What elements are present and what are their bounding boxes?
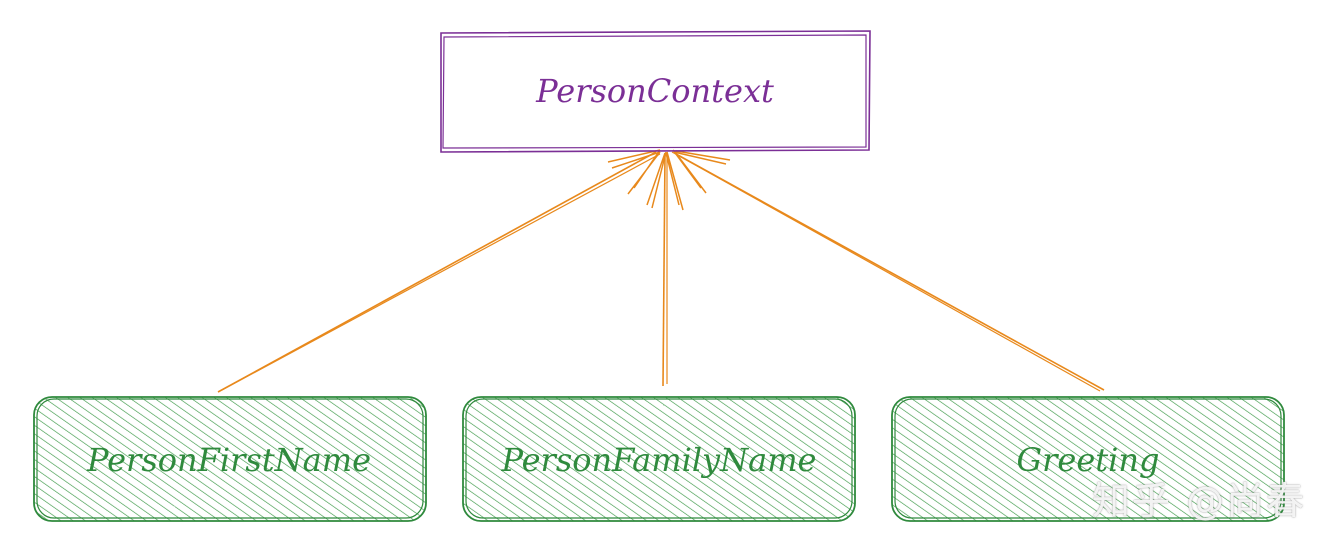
consumer-node-personfamilyname: PersonFamilyName [462,396,856,522]
arrow-personfirstname-to-context [217,149,661,393]
consumer-node-label: PersonFamilyName [501,441,817,479]
arrow-greeting-to-context [671,149,1105,392]
consumer-node-personfirstname: PersonFirstName [33,396,427,522]
context-node-label: PersonContext [535,72,774,110]
consumer-node-label: PersonFirstName [86,441,371,479]
context-node: PersonContext [440,30,871,153]
consumer-node-label: Greeting [1017,441,1160,479]
arrow-personfamilyname-to-context [646,151,684,387]
consumer-node-greeting: Greeting [891,396,1285,522]
